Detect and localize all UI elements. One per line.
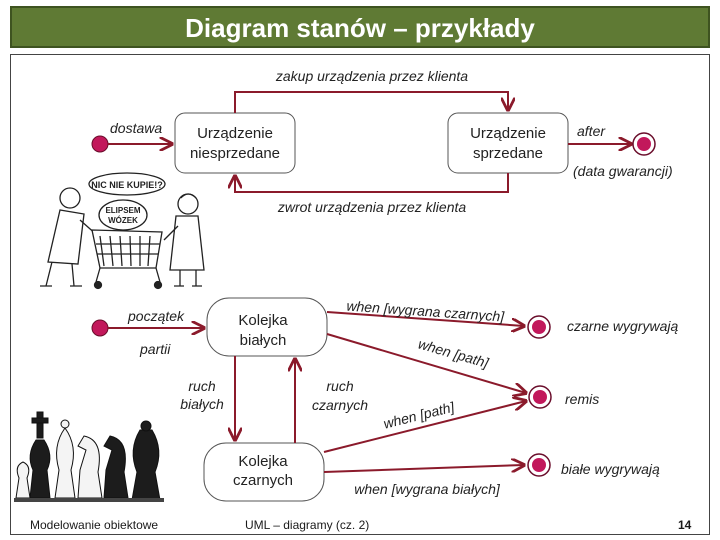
white-move-line1: ruch — [188, 378, 215, 394]
black-path-transition — [323, 401, 526, 453]
white-path-transition — [326, 333, 526, 393]
state-sold — [447, 112, 569, 174]
initial-node-delivery — [91, 135, 109, 153]
shopping-cartoon: NIC NIE KUPIE!? ELIPSEM WÓZEK — [40, 172, 205, 290]
white-queue-line1: Kolejka — [238, 312, 288, 329]
footer-page-number: 14 — [678, 518, 692, 532]
white-move-line2: białych — [180, 396, 224, 412]
cartoon-sign1: NIC NIE KUPIE!? — [91, 180, 163, 190]
slide-title: Diagram stanów – przykłady — [185, 13, 535, 43]
start-label: początek — [127, 308, 185, 324]
final-draw-inner — [533, 390, 547, 404]
final-node-inner — [637, 137, 651, 151]
black-won-transition — [326, 311, 524, 326]
when-path-label-2: when [path] — [382, 398, 457, 431]
state-sold-line2: sprzedane — [473, 145, 543, 162]
delivery-label: dostawa — [110, 120, 162, 136]
warranty-label: (data gwarancji) — [573, 163, 673, 179]
white-wins-label: białe wygrywają — [561, 461, 660, 477]
after-label: after — [577, 123, 606, 139]
footer-topic: UML – diagramy (cz. 2) — [245, 518, 370, 532]
black-wins-label: czarne wygrywają — [567, 318, 678, 334]
state-unsold-line2: niesprzedane — [190, 145, 280, 162]
cartoon-sign2-line1: ELIPSEM — [105, 206, 140, 215]
white-queue-line2: białych — [240, 332, 287, 349]
chess-pieces-illustration — [14, 411, 164, 502]
draw-label: remis — [565, 391, 599, 407]
content-frame — [10, 54, 710, 535]
purchase-transition — [234, 91, 508, 113]
cartoon-sign2-line2: WÓZEK — [108, 216, 138, 225]
chess-state-diagram: początek partii Kolejka białych Kolejka … — [91, 297, 678, 502]
black-queue-line2: czarnych — [233, 472, 293, 489]
game-label: partii — [139, 341, 171, 357]
return-transition — [235, 173, 509, 193]
state-white-queue — [206, 297, 328, 357]
state-unsold-line1: Urządzenie — [197, 125, 273, 142]
state-sold-line1: Urządzenie — [470, 125, 546, 142]
when-white-won-label: when [wygrana białych] — [354, 481, 501, 497]
black-move-line2: czarnych — [312, 397, 368, 413]
top-state-diagram: dostawa Urządzenie niesprzedane Urządzen… — [91, 68, 673, 215]
state-unsold — [174, 112, 296, 174]
title-bar: Diagram stanów – przykłady — [10, 6, 710, 48]
black-move-line1: ruch — [326, 378, 353, 394]
final-black-wins-inner — [532, 320, 546, 334]
when-path-label-1: when [path] — [416, 336, 491, 372]
purchase-label: zakup urządzenia przez klienta — [275, 68, 468, 84]
return-label: zwrot urządzenia przez klienta — [277, 199, 467, 215]
final-white-wins-inner — [532, 458, 546, 472]
when-black-won-label: when [wygrana czarnych] — [346, 298, 506, 325]
white-won-transition — [323, 465, 524, 473]
footer-course: Modelowanie obiektowe — [30, 518, 159, 532]
black-queue-line1: Kolejka — [238, 453, 288, 470]
initial-node-game — [91, 319, 109, 337]
